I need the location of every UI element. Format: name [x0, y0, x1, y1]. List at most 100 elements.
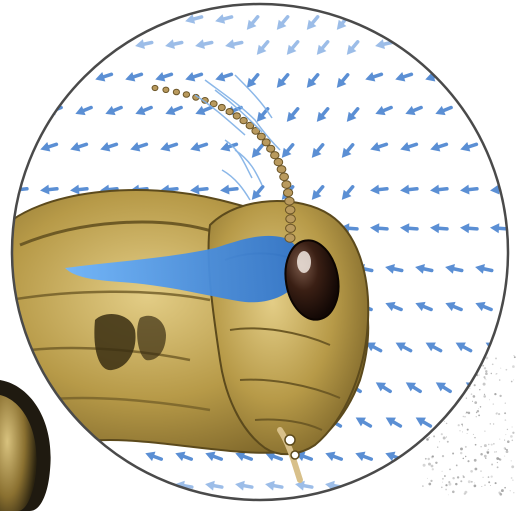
insect-head	[0, 190, 368, 480]
speckle-dot	[512, 479, 513, 480]
speckle-dot	[498, 413, 500, 415]
speckle-dot	[490, 485, 491, 486]
speckle-dot	[506, 369, 508, 371]
speckle-dot	[445, 489, 447, 491]
speckle-dot	[461, 424, 463, 426]
antenna-segment	[226, 109, 233, 115]
speckle-dot	[475, 444, 477, 446]
antenna-segment	[271, 152, 279, 159]
speckle-dot	[488, 481, 490, 483]
speckle-dot	[442, 482, 443, 483]
speckle-dot	[507, 440, 510, 443]
airflow-arrow	[464, 38, 483, 51]
outside-body-fragment	[0, 380, 51, 511]
speckle-dot	[507, 429, 508, 430]
speckle-dot	[486, 451, 489, 454]
speckle-dot	[480, 406, 481, 407]
speckle-dot	[442, 478, 444, 480]
speckle-dot	[448, 494, 449, 495]
speckle-dot	[442, 471, 443, 472]
speckle-dot	[490, 423, 491, 424]
speckle-dot	[426, 438, 429, 441]
speckle-dot	[448, 483, 451, 486]
airflow-arrow	[414, 449, 433, 464]
antenna-segment	[285, 206, 295, 214]
antenna-segment	[240, 117, 247, 123]
speckle-dot	[474, 384, 476, 386]
speckle-dot	[499, 379, 501, 381]
speckle-dot	[480, 446, 481, 447]
speckle-dot	[422, 485, 423, 486]
speckle-dot	[495, 482, 497, 484]
speckle-dot	[491, 373, 492, 374]
speckle-dot	[513, 379, 514, 380]
speckle-dot	[443, 437, 446, 440]
antenna-segment	[280, 173, 289, 181]
speckle-dot	[496, 413, 498, 415]
speckle-dot	[513, 355, 514, 356]
speckle-dot	[428, 463, 431, 466]
speckle-dot	[512, 365, 515, 368]
speckle-dot	[504, 456, 505, 457]
speckle-dot	[446, 423, 448, 425]
antenna-segment	[282, 181, 291, 189]
airflow-arrow	[364, 12, 383, 26]
airflow-arrow	[454, 70, 473, 85]
speckle-dot	[483, 395, 486, 398]
speckle-dot	[465, 456, 466, 457]
speckle-dot	[432, 468, 434, 470]
airflow-arrow	[434, 38, 453, 51]
speckle-dot	[512, 427, 513, 428]
antenna-segment	[267, 145, 275, 152]
speckle-dot	[468, 412, 471, 415]
speckle-dot	[462, 431, 463, 432]
speckle-dot	[493, 443, 494, 444]
speckle-dot	[496, 457, 499, 460]
speckle-dot	[476, 416, 477, 417]
speckle-dot	[494, 393, 496, 395]
speckle-dot	[455, 483, 457, 485]
speckle-dot	[466, 398, 467, 399]
airflow-arrow	[404, 38, 423, 51]
airflow-arrow	[34, 70, 53, 85]
airflow-arrow	[74, 38, 93, 51]
speckle-dot	[449, 468, 451, 470]
antenna-segment	[173, 89, 179, 95]
speckle-dot	[482, 477, 483, 478]
speckle-dot	[510, 490, 511, 491]
speckle-dot	[497, 462, 498, 463]
speckle-dot	[467, 460, 469, 462]
speckle-dot	[431, 465, 434, 468]
speckle-dot	[483, 365, 484, 366]
speckle-dot	[513, 492, 514, 493]
airflow-arrow	[13, 103, 33, 119]
speckle-dot	[458, 424, 460, 426]
speckle-dot	[456, 464, 458, 466]
speckle-dot	[452, 477, 454, 479]
speckle-dot	[493, 423, 494, 424]
speckle-dot	[437, 446, 438, 447]
speckle-dot	[470, 470, 473, 473]
speckle-dot	[439, 441, 440, 442]
speckle-dot	[427, 478, 428, 479]
speckle-dot	[483, 383, 486, 386]
speckle-dot	[478, 414, 480, 416]
speckle-dot	[457, 476, 459, 478]
speckle-dot	[428, 437, 430, 439]
speckle-dot	[479, 375, 480, 376]
speckle-dot	[470, 388, 471, 389]
speckle-dot	[481, 486, 482, 487]
speckle-dot	[471, 393, 473, 395]
speckle-dot	[459, 430, 460, 431]
speckle-dot	[442, 455, 444, 457]
speckle-dot	[504, 412, 506, 414]
speckle-dot	[474, 485, 477, 488]
antenna-segment	[233, 113, 240, 119]
speckle-dot	[493, 403, 494, 404]
speckle-dot	[473, 395, 476, 398]
speckle-dot	[499, 458, 501, 460]
speckle-dot	[433, 435, 435, 437]
airflow-arrow	[493, 103, 513, 119]
